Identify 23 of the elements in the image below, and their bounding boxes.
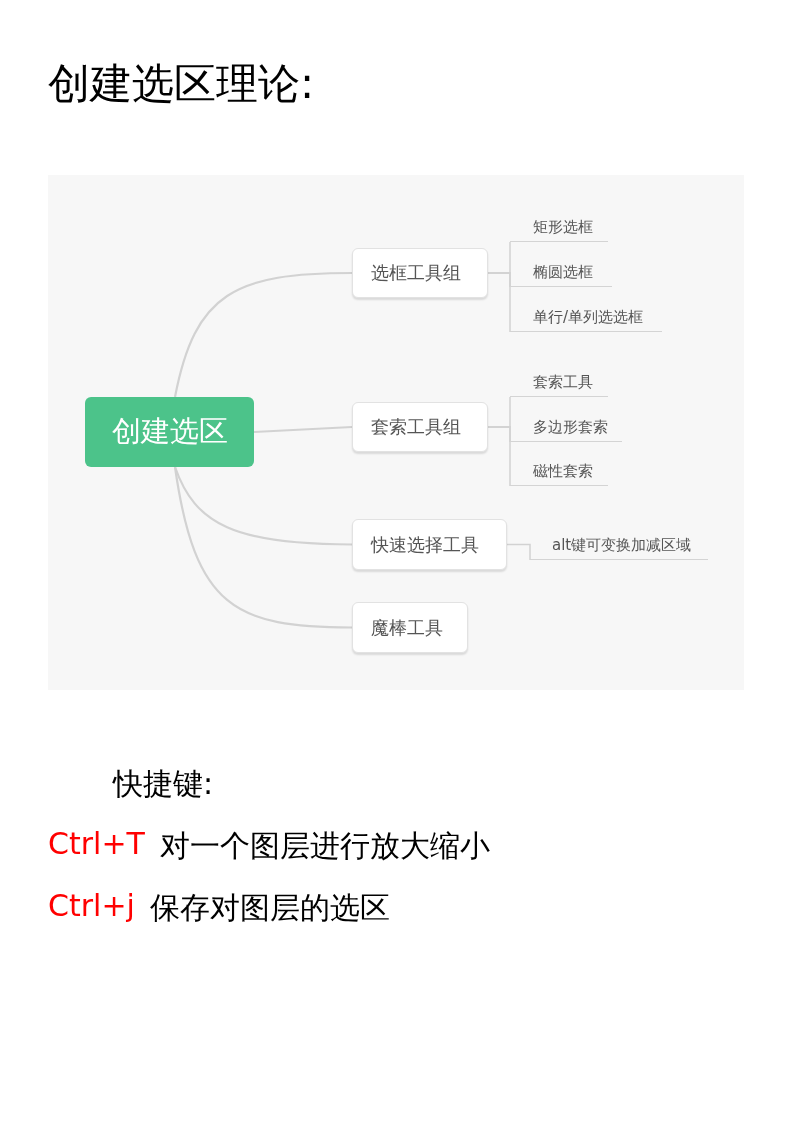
connector-line: [506, 543, 531, 561]
connector-line: [173, 466, 352, 546]
subtopic-label: 单行/单列选选框: [510, 304, 662, 332]
topic-box: 魔棒工具: [352, 602, 468, 653]
connector-line: [173, 271, 352, 398]
topic-box: 快速选择工具: [352, 519, 507, 570]
note-text: 快捷键:: [113, 765, 214, 803]
subtopic-label: 多边形套索: [510, 414, 622, 442]
subtopic-label: 套索工具: [510, 369, 608, 397]
connector-line: [253, 425, 353, 434]
topic-box: 套索工具组: [352, 402, 488, 452]
subtopic-label: alt键可变换加减区域: [530, 532, 708, 560]
shortcut-key: Ctrl+j: [48, 888, 135, 923]
note-text: 对一个图层进行放大缩小: [160, 827, 490, 865]
note-text: 保存对图层的选区: [150, 889, 390, 927]
subtopic-label: 椭圆选框: [510, 259, 612, 287]
subtopic-label: 磁性套索: [510, 458, 608, 486]
subtopic-label: 矩形选框: [510, 214, 608, 242]
connector-line: [173, 466, 352, 629]
central-topic-box: 创建选区: [85, 397, 254, 467]
page-title: 创建选区理论:: [48, 58, 315, 110]
topic-box: 选框工具组: [352, 248, 488, 298]
shortcut-key: Ctrl+T: [48, 826, 145, 861]
